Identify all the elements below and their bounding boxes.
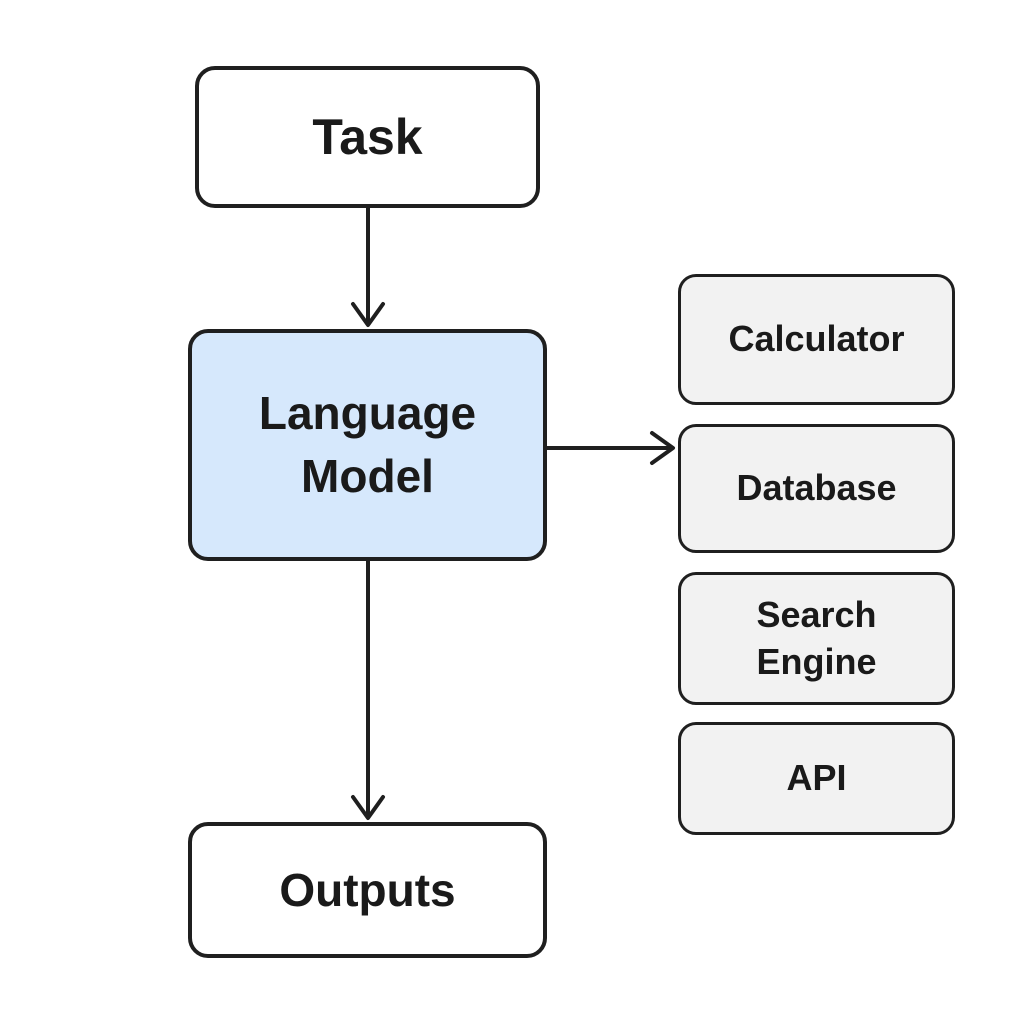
- task-node: Task: [195, 66, 540, 208]
- tool-calculator: Calculator: [678, 274, 955, 405]
- edge-task-to-model: [351, 206, 385, 327]
- tool-database: Database: [678, 424, 955, 553]
- tool-api: API: [678, 722, 955, 835]
- edge-model-to-outputs: [351, 559, 385, 820]
- tool-search-engine: Search Engine: [678, 572, 955, 705]
- language-model-node: Language Model: [188, 329, 547, 561]
- edge-model-to-tools: [545, 431, 675, 465]
- outputs-node: Outputs: [188, 822, 547, 958]
